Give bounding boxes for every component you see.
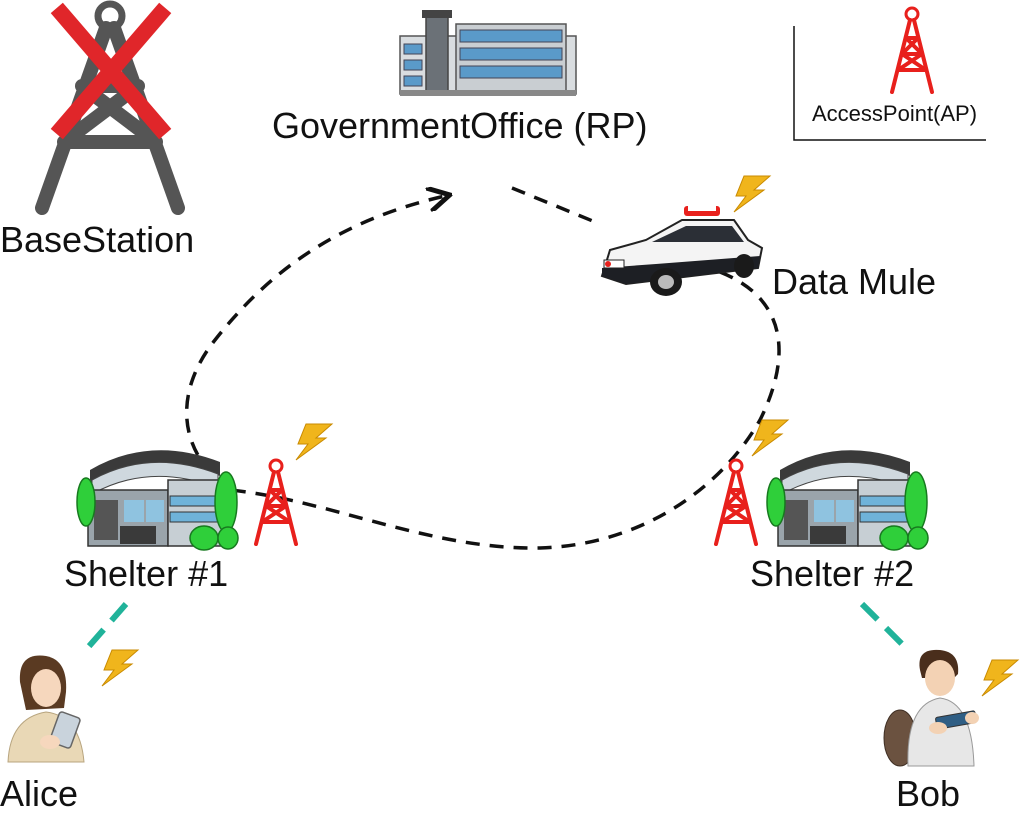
lightning-bolt-icon [733,175,771,213]
bob-link [859,601,911,653]
lightning-bolt-icon [295,423,333,461]
legend-box [793,26,986,141]
data-mule-route-return [229,186,781,550]
base-station-label: BaseStation [0,219,195,260]
government-office-label: GovernmentOffice (RP) [272,105,648,146]
shelter-building-icon [766,449,929,551]
lightning-bolt-icon [101,649,139,687]
legend-access-point-icon [890,6,934,94]
data-mule-label: Data Mule [772,261,937,302]
woman-with-tablet-icon [7,655,85,763]
police-car-icon [600,206,764,296]
access-point-tower-icon [254,458,298,546]
alice-label: Alice [0,773,79,814]
data-mule-route [185,196,445,492]
bob-label: Bob [896,773,961,814]
man-with-tablet-icon [883,649,979,767]
shelter-building-icon [76,449,239,551]
shelter-1-label: Shelter #1 [64,553,229,594]
shelter-2-label: Shelter #2 [750,553,915,594]
cross-mark-icon [50,2,172,140]
legend-label: AccessPoint(AP) [812,101,978,126]
alice-link [81,602,129,654]
access-point-tower-icon [714,458,758,546]
office-building-icon [399,10,577,96]
lightning-bolt-icon [751,419,789,457]
base-station-tower-icon [35,0,185,215]
lightning-bolt-icon [981,659,1019,697]
